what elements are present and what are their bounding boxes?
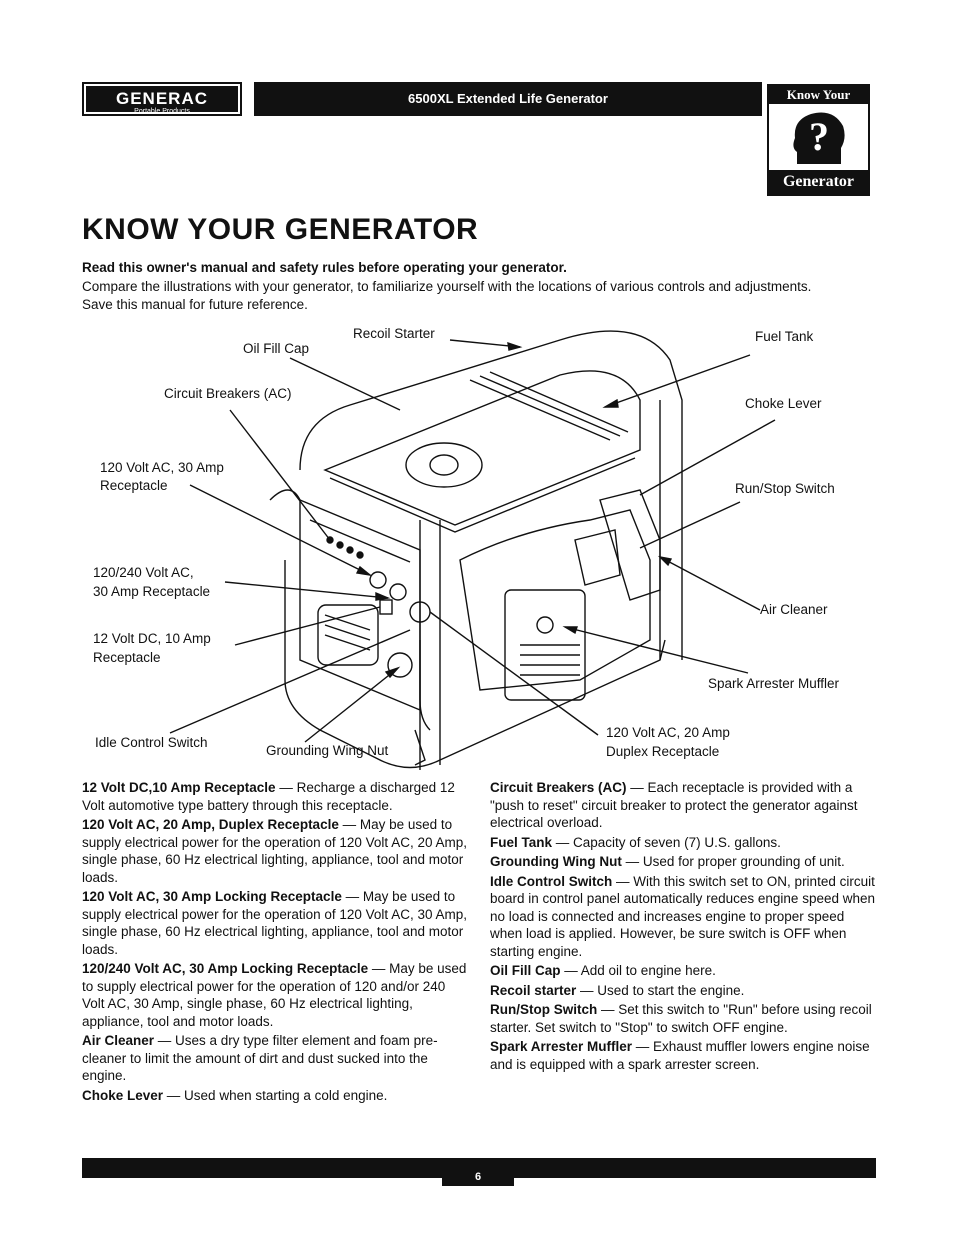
label-spark-arrester-muffler: Spark Arrester Muffler (708, 676, 840, 691)
label-oil-fill-cap: Oil Fill Cap (243, 341, 310, 356)
label-fuel-tank: Fuel Tank (755, 329, 814, 344)
desc-12v-receptacle: 12 Volt DC,10 Amp Receptacle — Recharge … (82, 780, 455, 813)
desc-120v-30a-locking: 120 Volt AC, 30 Amp Locking Receptacle —… (82, 889, 467, 957)
label-choke-lever: Choke Lever (745, 396, 822, 411)
desc-idle-control-switch: Idle Control Switch — With this switch s… (490, 873, 876, 959)
desc-air-cleaner: Air Cleaner — Uses a dry type filter ele… (82, 1033, 438, 1083)
label-120-240v-line1: 120/240 Volt AC, (93, 565, 194, 580)
desc-spark-arrester-muffler: Spark Arrester Muffler — Exhaust muffler… (490, 1039, 870, 1072)
logo-text: GENERAC (115, 89, 208, 108)
generator-illustration (169, 330, 776, 770)
desc-oil-fill-cap: Oil Fill Cap — Add oil to engine here. (490, 963, 716, 978)
generator-diagram: Recoil Starter Oil Fill Cap Fuel Tank Ci… (0, 315, 954, 775)
desc-circuit-breakers: Circuit Breakers (AC) — Each receptacle … (490, 780, 858, 830)
label-grounding-wing-nut: Grounding Wing Nut (266, 743, 389, 758)
descriptions-right-column: Circuit Breakers (AC) — Each receptacle … (490, 779, 876, 1075)
label-duplex-line1: 120 Volt AC, 20 Amp (606, 725, 730, 740)
label-run-stop-switch: Run/Stop Switch (735, 481, 835, 496)
desc-120-240v-locking: 120/240 Volt AC, 30 Amp Locking Receptac… (82, 961, 467, 1029)
head-question-mark-icon: ? (793, 112, 845, 164)
label-idle-control-switch: Idle Control Switch (95, 735, 208, 750)
desc-grounding-wing-nut: Grounding Wing Nut — Used for proper gro… (490, 854, 845, 869)
label-12v-line1: 12 Volt DC, 10 Amp (93, 631, 211, 646)
badge-bottom-text: Generator (769, 170, 868, 194)
label-recoil-starter: Recoil Starter (353, 326, 435, 341)
label-12v-line2: Receptacle (93, 650, 161, 665)
label-120v-30a-line1: 120 Volt AC, 30 Amp (100, 460, 224, 475)
desc-recoil-starter: Recoil starter — Used to start the engin… (490, 982, 745, 998)
desc-fuel-tank: Fuel Tank — Capacity of seven (7) U.S. g… (490, 834, 781, 850)
label-circuit-breakers: Circuit Breakers (AC) (164, 386, 292, 401)
header-title: 6500XL Extended Life Generator (254, 82, 762, 116)
desc-run-stop-switch: Run/Stop Switch — Set this switch to "Ru… (490, 1002, 872, 1035)
desc-choke-lever: Choke Lever — Used when starting a cold … (82, 1087, 388, 1103)
intro-warning: Read this owner's manual and safety rule… (82, 260, 567, 275)
page-title: KNOW YOUR GENERATOR (82, 213, 479, 246)
label-120-240v-line2: 30 Amp Receptacle (93, 584, 211, 599)
badge-top-text: Know Your (769, 86, 868, 104)
descriptions-left-column: 12 Volt DC,10 Amp Receptacle — Recharge … (82, 779, 468, 1106)
logo-subtext: Portable Products (134, 108, 190, 115)
label-duplex-line2: Duplex Receptacle (606, 744, 720, 759)
label-air-cleaner: Air Cleaner (760, 602, 828, 617)
generac-logo: GENERAC Portable Products (82, 82, 242, 116)
know-your-generator-badge: Know Your ? Generator (767, 84, 870, 196)
label-120v-30a-line2: Receptacle (100, 478, 168, 493)
desc-120v-20a-duplex: 120 Volt AC, 20 Amp, Duplex Receptacle —… (82, 817, 467, 885)
svg-text:?: ? (809, 114, 829, 159)
intro-text: Compare the illustrations with your gene… (82, 279, 812, 312)
page-number: 6 (442, 1158, 514, 1186)
